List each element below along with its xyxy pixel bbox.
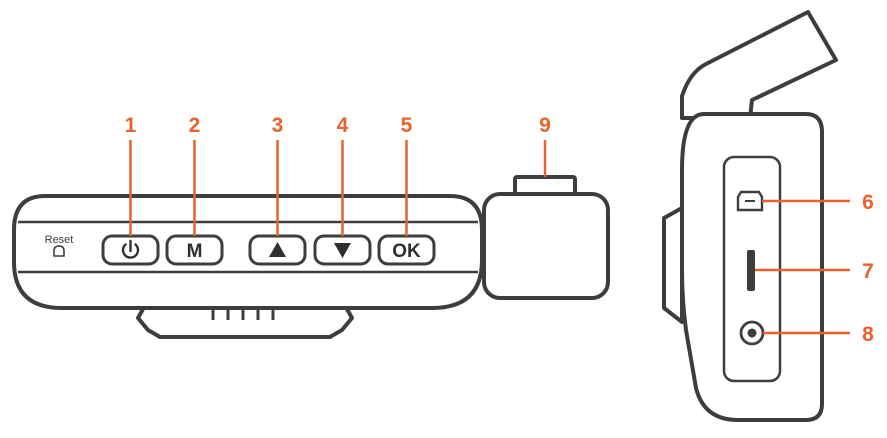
front-view: Reset M OK: [12, 175, 610, 339]
down-arrow-icon: [334, 243, 351, 258]
up-arrow-icon: [269, 242, 286, 257]
ok-button[interactable]: OK: [377, 234, 436, 266]
mount-arm: [680, 10, 838, 120]
down-button[interactable]: [313, 234, 372, 266]
ok-button-label: OK: [392, 241, 421, 262]
sd-card-slot-icon[interactable]: [747, 250, 755, 291]
lens-housing: [482, 192, 610, 300]
callout-4: 4: [337, 114, 349, 137]
callout-7: 7: [862, 260, 874, 283]
mini-usb-port-icon[interactable]: [736, 190, 764, 212]
callout-6: 6: [862, 191, 874, 214]
callout-1: 1: [125, 114, 137, 137]
callout-8: 8: [862, 323, 874, 346]
side-leaders: [755, 199, 850, 335]
side-view: [662, 10, 838, 422]
mode-button-label: M: [187, 241, 203, 262]
mode-button[interactable]: M: [165, 234, 224, 266]
callout-3: 3: [272, 114, 284, 137]
reset-label: Reset: [45, 234, 74, 246]
callout-2: 2: [189, 114, 201, 137]
front-leaders: [129, 140, 547, 236]
power-button[interactable]: [101, 234, 160, 266]
power-icon: [121, 239, 140, 259]
callout-9: 9: [539, 114, 551, 137]
reset-icon[interactable]: [53, 245, 65, 257]
up-button[interactable]: [248, 234, 307, 266]
rear-bump: [662, 206, 684, 324]
callout-5: 5: [401, 114, 413, 137]
